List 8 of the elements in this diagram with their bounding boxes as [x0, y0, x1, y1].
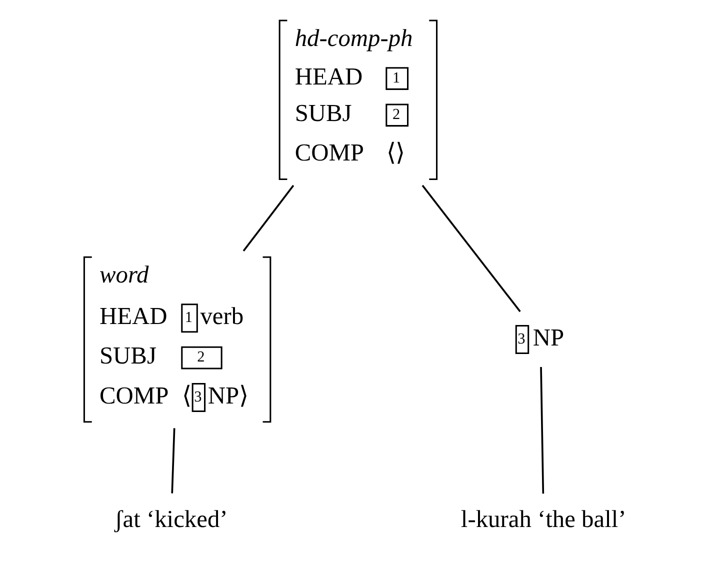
node-box: 3 [515, 325, 530, 354]
connector [540, 366, 544, 494]
node-text: ʃat ‘kicked’ [114, 506, 228, 533]
connector [242, 184, 294, 252]
node-text: l-kurah ‘the ball’ [460, 506, 626, 533]
node-label: NP [532, 324, 564, 352]
connector [171, 428, 176, 494]
connector [422, 184, 521, 312]
